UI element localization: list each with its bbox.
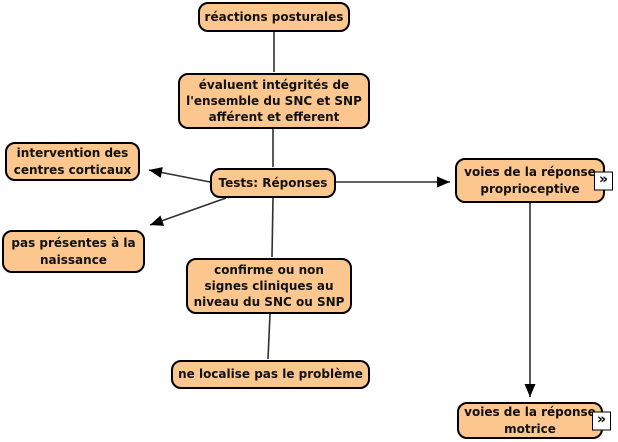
node-label: ne localise pas le problème [178,367,363,382]
node-label: réactions posturales [204,9,344,24]
node-label: voies de la réponse motrice [464,405,596,436]
edge-tests-to-confirme [271,197,274,258]
edge-tests-to-intervention [148,167,211,183]
node-evaluent-integrites[interactable]: évaluent intégrités de l'ensemble du SNC… [178,73,370,129]
node-confirme-signes-cliniques[interactable]: confirme ou non signes cliniques au nive… [186,258,352,314]
node-intervention-centres-corticaux[interactable]: intervention des centres corticaux [5,142,140,181]
node-label: Tests: Réponses [218,175,328,190]
node-label: voies de la réponse proprioceptive [464,165,596,196]
node-tests-reponses[interactable]: Tests: Réponses [210,168,336,198]
node-label: pas présentes à la naissance [11,236,136,267]
node-reactions-posturales[interactable]: réactions posturales [198,2,350,32]
resource-link-icon[interactable]: » [592,411,611,430]
node-label: confirme ou non signes cliniques au nive… [193,262,345,310]
node-label: évaluent intégrités de l'ensemble du SNC… [186,77,362,125]
node-ne-localise-pas-probleme[interactable]: ne localise pas le problème [171,360,370,389]
resource-link-icon[interactable]: » [594,171,613,190]
node-pas-presentes-naissance[interactable]: pas présentes à la naissance [2,230,145,273]
node-voies-reponse-motrice[interactable]: voies de la réponse motrice » [457,402,611,439]
edge-tests-to-pas-presentes [149,197,227,226]
node-voies-reponse-proprioceptive[interactable]: voies de la réponse proprioceptive » [455,158,613,203]
edge-confirme-to-ne-localise [267,313,271,360]
node-label: intervention des centres corticaux [13,146,132,177]
